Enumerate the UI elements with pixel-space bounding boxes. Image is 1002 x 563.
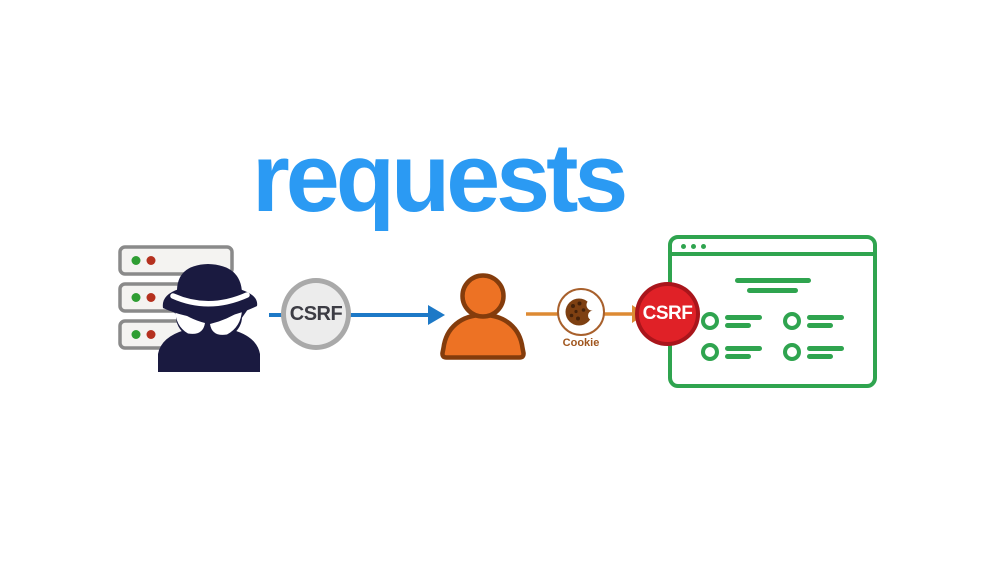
list-item (783, 312, 844, 330)
browser-window-icon (668, 235, 877, 388)
item-text-lines (725, 345, 762, 359)
window-dot-icon (701, 244, 706, 249)
page-title: requests (252, 123, 628, 232)
csrf-request-badge: CSRF (281, 278, 351, 350)
csrf-forged-badge: CSRF (635, 282, 700, 346)
window-dot-icon (691, 244, 696, 249)
cookie-icon (557, 288, 605, 336)
csrf-request-label: CSRF (289, 302, 343, 325)
csrf-forged-label: CSRF (642, 303, 693, 324)
window-toolbar-divider (672, 252, 873, 256)
window-dot-icon (681, 244, 686, 249)
item-text-lines (725, 314, 762, 328)
bullet-ring-icon (783, 343, 801, 361)
bullet-ring-icon (783, 312, 801, 330)
list-item (783, 343, 844, 361)
spy-icon (158, 264, 260, 372)
bullet-ring-icon (701, 312, 719, 330)
content-subheading-line (747, 288, 798, 293)
list-item (701, 343, 762, 361)
content-heading-line (735, 278, 811, 283)
attacker-server-icon (118, 245, 260, 372)
item-text-lines (807, 314, 844, 328)
victim-user-icon (440, 273, 526, 360)
cookie-glyph (565, 298, 597, 326)
cookie-label: Cookie (562, 337, 600, 349)
list-item (701, 312, 762, 330)
bullet-ring-icon (701, 343, 719, 361)
item-text-lines (807, 345, 844, 359)
